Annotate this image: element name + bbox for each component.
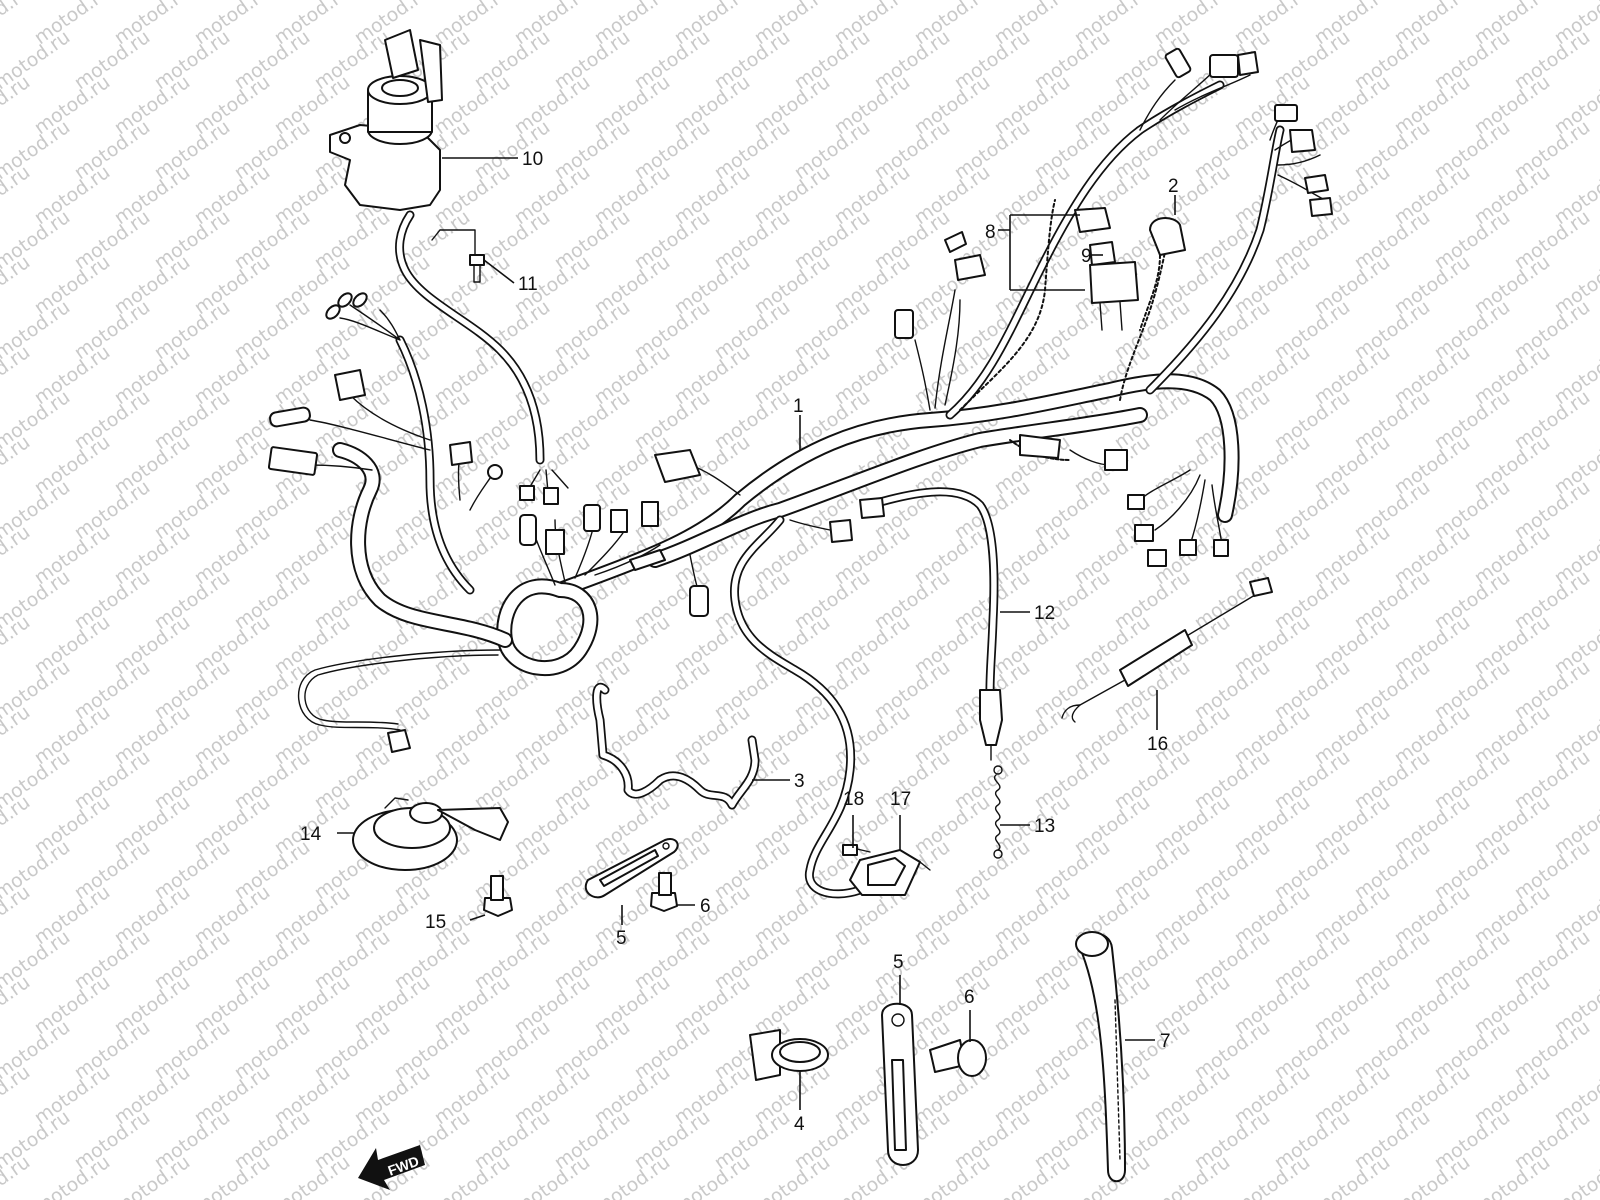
clamp-5-lower bbox=[881, 1002, 919, 1166]
lead-wire-12 bbox=[859, 487, 1003, 761]
callout-5-upper: 5 bbox=[616, 928, 627, 949]
callout-5-lower: 5 bbox=[893, 952, 904, 973]
callout-9: 9 bbox=[1081, 246, 1092, 267]
callout-8: 8 bbox=[985, 222, 996, 243]
callout-4: 4 bbox=[794, 1114, 805, 1135]
bolt-6-lower bbox=[929, 1039, 987, 1077]
callout-leaders bbox=[337, 157, 1176, 1110]
ignition-switch bbox=[329, 29, 476, 256]
horn-14 bbox=[352, 797, 509, 871]
callout-11: 11 bbox=[518, 274, 538, 295]
clamp-4 bbox=[749, 1029, 829, 1081]
callout-15: 15 bbox=[425, 912, 446, 933]
callout-12: 12 bbox=[1034, 603, 1055, 624]
relay-assembly bbox=[1074, 207, 1186, 331]
callout-numbers: 10 11 1 2 8 9 12 13 14 15 16 3 5 6 18 17… bbox=[300, 149, 1179, 1135]
callout-3: 3 bbox=[794, 771, 805, 792]
bracket-wire-3 bbox=[592, 683, 760, 810]
watermark-text: motod.ru bbox=[1550, 1151, 1600, 1200]
wire-tie-16 bbox=[1061, 577, 1273, 723]
main-wiring-harness bbox=[267, 47, 1333, 899]
callout-14: 14 bbox=[300, 824, 322, 845]
callout-17: 17 bbox=[890, 789, 911, 810]
callout-6-upper: 6 bbox=[700, 896, 711, 917]
callout-1: 1 bbox=[793, 396, 804, 417]
callout-16: 16 bbox=[1147, 734, 1168, 755]
callout-2: 2 bbox=[1168, 176, 1179, 197]
bolt-6-upper bbox=[650, 872, 678, 912]
callout-7: 7 bbox=[1160, 1031, 1171, 1052]
callout-18: 18 bbox=[843, 789, 864, 810]
callout-6-lower: 6 bbox=[964, 987, 975, 1008]
watermark-text: motod.ru bbox=[0, 0, 34, 49]
spring-13 bbox=[993, 765, 1003, 859]
callout-13: 13 bbox=[1034, 816, 1055, 837]
bolt-15 bbox=[483, 875, 513, 917]
callout-10: 10 bbox=[522, 149, 543, 170]
clamp-5-upper bbox=[584, 838, 679, 899]
cable-tie-7 bbox=[1075, 931, 1126, 1183]
screw-18 bbox=[842, 844, 871, 856]
